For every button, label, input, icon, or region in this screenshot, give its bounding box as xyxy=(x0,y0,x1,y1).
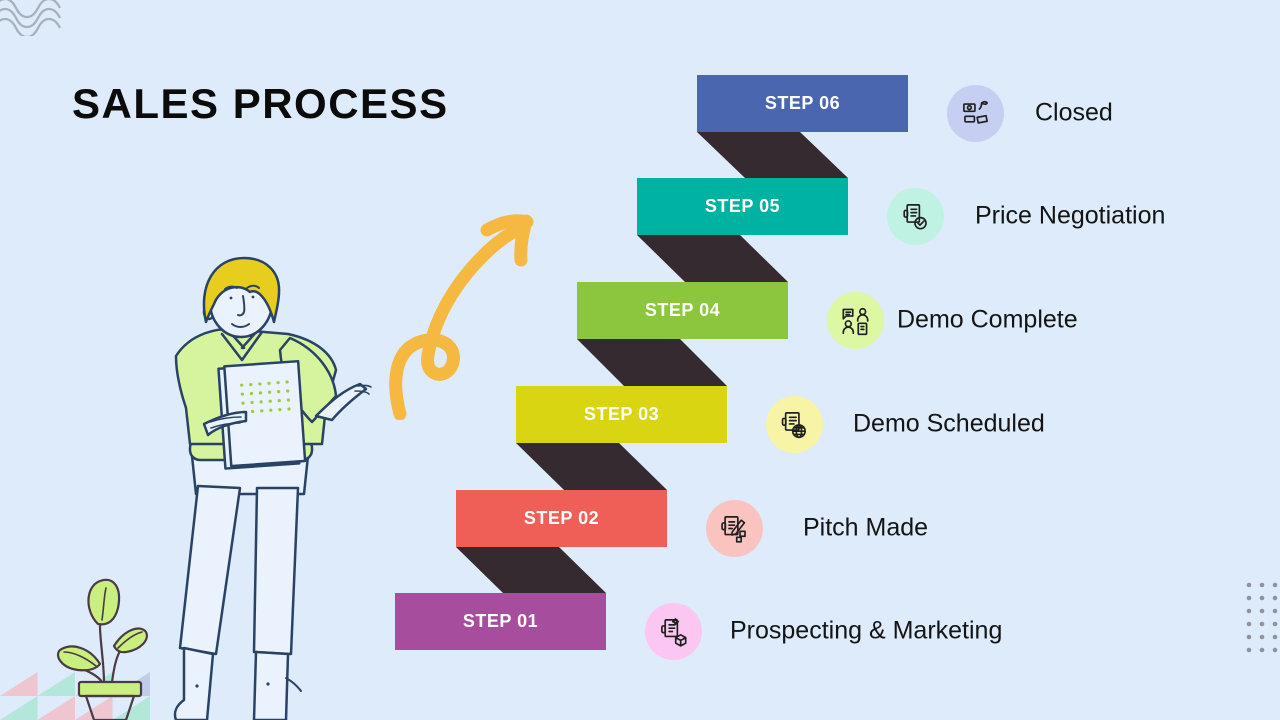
step-name-label-04: Demo Complete xyxy=(897,305,1078,334)
document-check-icon xyxy=(902,203,927,230)
dot-decor xyxy=(1272,582,1278,588)
step-name-label-02: Pitch Made xyxy=(803,513,929,542)
money-stack-icon xyxy=(962,100,988,124)
dot-decor xyxy=(1272,608,1278,614)
step-icon-circle-04 xyxy=(826,291,884,349)
step-label-06: STEP 06 xyxy=(764,93,841,113)
step-bar-05: STEP 05 xyxy=(637,178,848,235)
dot-decor xyxy=(1272,621,1278,627)
dot-decor xyxy=(1246,634,1252,640)
step-label-04: STEP 04 xyxy=(644,300,721,320)
triangle-decor xyxy=(37,696,75,720)
step-shadow-5 xyxy=(697,132,848,178)
step-name-label-05: Price Negotiation xyxy=(975,201,1166,230)
step-label-01: STEP 01 xyxy=(462,611,539,631)
triangle-decor xyxy=(75,696,113,720)
document-box-icon xyxy=(660,617,687,647)
step-shadow-1 xyxy=(456,547,606,593)
step-name-label-03: Demo Scheduled xyxy=(853,409,1045,438)
dot-decor xyxy=(1272,634,1278,640)
step-name-label-06: Closed xyxy=(1035,98,1113,127)
dot-decor xyxy=(1246,595,1252,601)
waves-icon xyxy=(0,0,62,36)
dot-decor xyxy=(1246,608,1252,614)
dot-decor xyxy=(1246,582,1252,588)
dot-decor xyxy=(1259,621,1265,627)
dot-decor xyxy=(1272,647,1278,653)
page-title: SALES PROCESS xyxy=(72,80,449,127)
step-shadow-4 xyxy=(637,235,788,282)
step-label-03: STEP 03 xyxy=(583,404,660,424)
dot-decor xyxy=(1259,634,1265,640)
document-pencil-icon xyxy=(720,515,746,543)
curved-arrow-icon xyxy=(389,214,534,420)
dots-grid xyxy=(1246,582,1278,653)
dot-decor xyxy=(1259,647,1265,653)
step-bar-03: STEP 03 xyxy=(516,386,727,443)
dot-decor xyxy=(1272,595,1278,601)
step-bar-06: STEP 06 xyxy=(697,75,908,132)
dot-decor xyxy=(1246,647,1252,653)
triangle-decor xyxy=(0,672,38,696)
step-icon-circle-01 xyxy=(644,602,702,660)
people-chat-icon xyxy=(841,307,869,335)
step-label-02: STEP 02 xyxy=(523,508,600,528)
dot-decor xyxy=(1246,621,1252,627)
step-icon-circle-06 xyxy=(946,84,1004,142)
step-bar-01: STEP 01 xyxy=(395,593,606,650)
potted-plant-illustration xyxy=(56,578,148,720)
triangle-decor xyxy=(37,672,75,696)
presenter-illustration xyxy=(173,256,372,720)
step-icon-circle-05 xyxy=(886,187,944,245)
step-label-05: STEP 05 xyxy=(704,196,781,216)
step-name-label-01: Prospecting & Marketing xyxy=(730,616,1003,645)
step-icon-circle-02 xyxy=(705,499,763,557)
dot-decor xyxy=(1259,608,1265,614)
step-shadow-3 xyxy=(577,339,727,386)
step-icon-circle-03 xyxy=(765,395,823,453)
step-bar-02: STEP 02 xyxy=(456,490,667,547)
triangle-decor xyxy=(112,696,150,720)
dot-decor xyxy=(1259,595,1265,601)
step-bar-04: STEP 04 xyxy=(577,282,788,339)
step-shadow-2 xyxy=(516,443,667,490)
document-globe-icon xyxy=(781,411,806,438)
dot-decor xyxy=(1259,582,1265,588)
triangle-decor xyxy=(0,696,38,720)
